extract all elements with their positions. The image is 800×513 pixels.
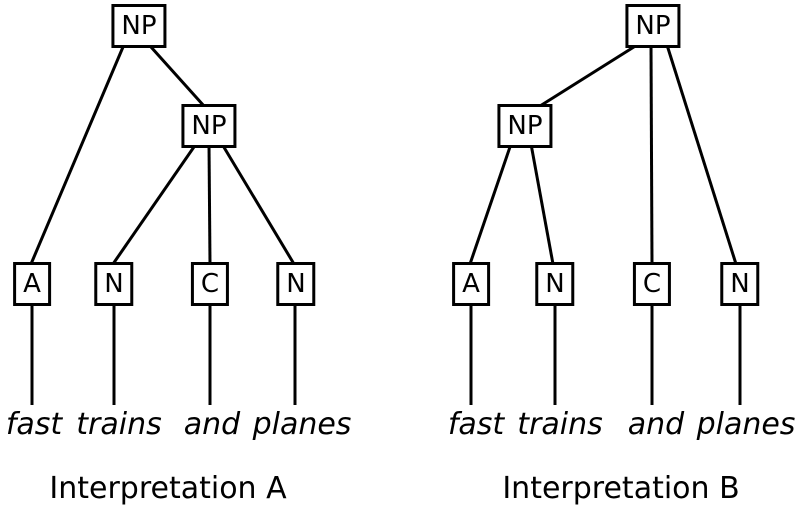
- tree-a-leaf-c-node: C: [190, 262, 230, 306]
- edge-a-inner-np-to-c: [207, 143, 212, 265]
- tree-b-inner-np-node: NP: [497, 104, 553, 148]
- edge-b-inner-np-to-a: [468, 143, 513, 265]
- tree-a-caption: Interpretation A: [49, 471, 287, 506]
- tree-a-leaf-a-node: A: [13, 262, 51, 306]
- tree-b-leaf-a-node: A: [452, 262, 490, 306]
- edge-b-root-to-n2: [665, 44, 738, 265]
- edge-a-root-to-a: [29, 46, 125, 265]
- tree-a-word-trains: trains: [76, 407, 162, 442]
- tree-b-root-np-node: NP: [625, 4, 681, 48]
- edge-a-inner-np-to-n1: [111, 143, 198, 265]
- tree-b-word-planes: planes: [696, 407, 796, 442]
- tree-a-inner-np-node: NP: [181, 104, 237, 148]
- edge-a-root-to-inner-np: [149, 45, 206, 108]
- edge-b-root-to-c: [649, 44, 654, 265]
- tree-a-word-fast: fast: [5, 407, 63, 442]
- tree-b-word-fast: fast: [447, 407, 505, 442]
- tree-b-leaf-n2-node: N: [720, 262, 760, 306]
- tree-a-root-np-node: NP: [111, 4, 167, 48]
- tree-a-leaf-n1-node: N: [94, 262, 134, 306]
- tree-a-word-and: and: [183, 407, 241, 442]
- edge-b-inner-np-to-n1: [529, 143, 555, 265]
- tree-a-word-planes: planes: [252, 407, 352, 442]
- tree-b-word-and: and: [627, 407, 685, 442]
- tree-b-leaf-n1-node: N: [535, 262, 575, 306]
- tree-b-leaf-c-node: C: [632, 262, 672, 306]
- tree-b-word-trains: trains: [517, 407, 603, 442]
- tree-b-caption: Interpretation B: [502, 471, 740, 506]
- edge-a-inner-np-to-n2: [220, 143, 296, 265]
- edge-b-root-to-inner-np: [539, 43, 638, 108]
- tree-a-leaf-n2-node: N: [276, 262, 316, 306]
